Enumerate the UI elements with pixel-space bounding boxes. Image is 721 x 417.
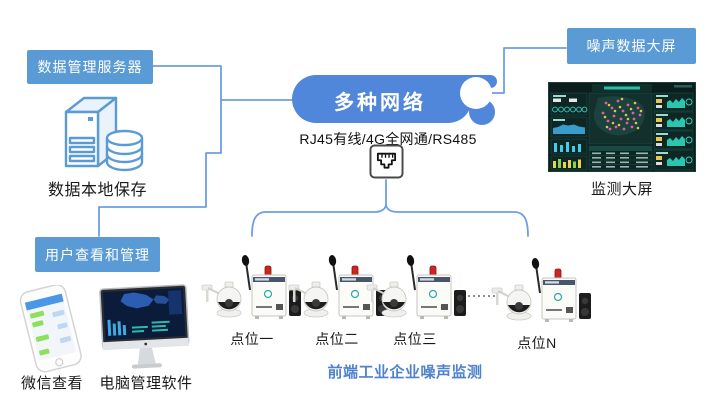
noise-monitor-icon-3 xyxy=(366,254,467,320)
user-box-label: 用户查看和管理 xyxy=(45,246,150,263)
dashboard-left-panels xyxy=(550,92,588,171)
dashboard-table xyxy=(588,145,653,171)
server-management-box: 数据管理服务器 xyxy=(27,50,153,84)
point-label-2: 点位二 xyxy=(315,331,359,347)
point-label-1: 点位一 xyxy=(230,331,274,347)
brace-devices xyxy=(251,204,529,237)
point-label-3: 点位三 xyxy=(393,331,437,347)
rj45-port-icon xyxy=(369,144,404,179)
smartphone-icon xyxy=(19,285,82,373)
bottom-caption: 前端工业企业噪声监测 xyxy=(327,364,483,381)
pc-caption: 电脑管理软件 xyxy=(99,375,193,392)
server-box-label: 数据管理服务器 xyxy=(37,59,143,75)
server-caption: 数据本地保存 xyxy=(47,182,147,199)
point-label-n: 点位N xyxy=(517,335,557,351)
cloud-shape xyxy=(292,75,497,125)
desktop-computer-icon xyxy=(99,284,190,369)
wechat-caption: 微信查看 xyxy=(20,375,83,392)
screen-box-label: 噪声数据大屏 xyxy=(586,38,677,54)
server-database-icon xyxy=(64,96,144,172)
dashboard-right-panels xyxy=(653,92,694,171)
dashboard-preview xyxy=(548,82,696,172)
noise-monitor-icon-n xyxy=(491,257,592,323)
database-icon xyxy=(105,129,144,172)
connector-server-to-users xyxy=(98,65,222,237)
cloud-label: 多种网络 xyxy=(334,92,426,114)
dashboard-map xyxy=(588,92,653,145)
network-caption: RJ45有线/4G全网通/RS485 xyxy=(299,131,477,147)
noise-screen-box: 噪声数据大屏 xyxy=(567,28,696,64)
user-management-box: 用户查看和管理 xyxy=(35,237,160,272)
screen-caption: 监测大屏 xyxy=(590,181,653,198)
